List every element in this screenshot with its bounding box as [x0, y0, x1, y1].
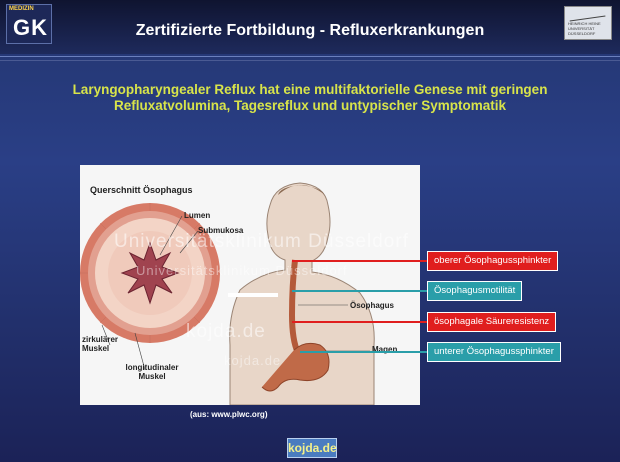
university-logo: HEINRICH HEINE UNIVERSITÄT DÜSSELDORF — [564, 6, 612, 40]
slide-title: Zertifizierte Fortbildung - Refluxerkran… — [0, 22, 620, 40]
watermark-4: kojda.de — [224, 353, 281, 368]
callout-line-3 — [292, 321, 427, 323]
callout-oesophagusmotilitaet: Ösophagusmotilität — [427, 281, 522, 301]
callout-line-4 — [300, 351, 427, 353]
white-mark — [228, 293, 278, 297]
callout-oberer-oesophagussphinkter: oberer Ösophagussphinkter — [427, 251, 558, 271]
slide-subtitle: Laryngopharyngealer Reflux hat eine mult… — [36, 82, 584, 114]
gk-logo-small-text: MEDIZIN — [9, 6, 34, 12]
label-zirkulaerer-muskel: zirkulärer Muskel — [82, 335, 124, 353]
watermark-1: Universitätsklinikum Düsseldorf — [114, 231, 409, 253]
label-lumen: Lumen — [184, 211, 210, 220]
divider-top-2 — [0, 60, 620, 61]
callout-unterer-oesophagussphinkter: unterer Ösophagussphinkter — [427, 342, 561, 362]
anatomy-figure: Querschnitt Ösophagus Lumen Submukosa Ös… — [80, 165, 420, 405]
figure-title: Querschnitt Ösophagus — [90, 186, 193, 195]
callout-line-1 — [292, 260, 427, 262]
watermark-3: kojda.de — [186, 321, 266, 343]
divider-top — [0, 56, 620, 57]
university-logo-text: HEINRICH HEINE UNIVERSITÄT DÜSSELDORF — [568, 21, 611, 36]
label-oesophagus: Ösophagus — [350, 301, 394, 310]
signature-mark — [569, 8, 606, 22]
callout-saeureresistenz: ösophagale Säureresistenz — [427, 312, 556, 332]
figure-caption: (aus: www.plwc.org) — [190, 410, 267, 419]
watermark-2: Universitätsklinikum Düsseldorf — [136, 263, 348, 278]
header-bar: MEDIZIN GK Zertifizierte Fortbildung - R… — [0, 0, 620, 54]
callout-line-2 — [292, 290, 427, 292]
kojda-logo: kojda.de — [287, 438, 337, 458]
label-longitudinaler-muskel: longitudinaler Muskel — [124, 363, 180, 381]
